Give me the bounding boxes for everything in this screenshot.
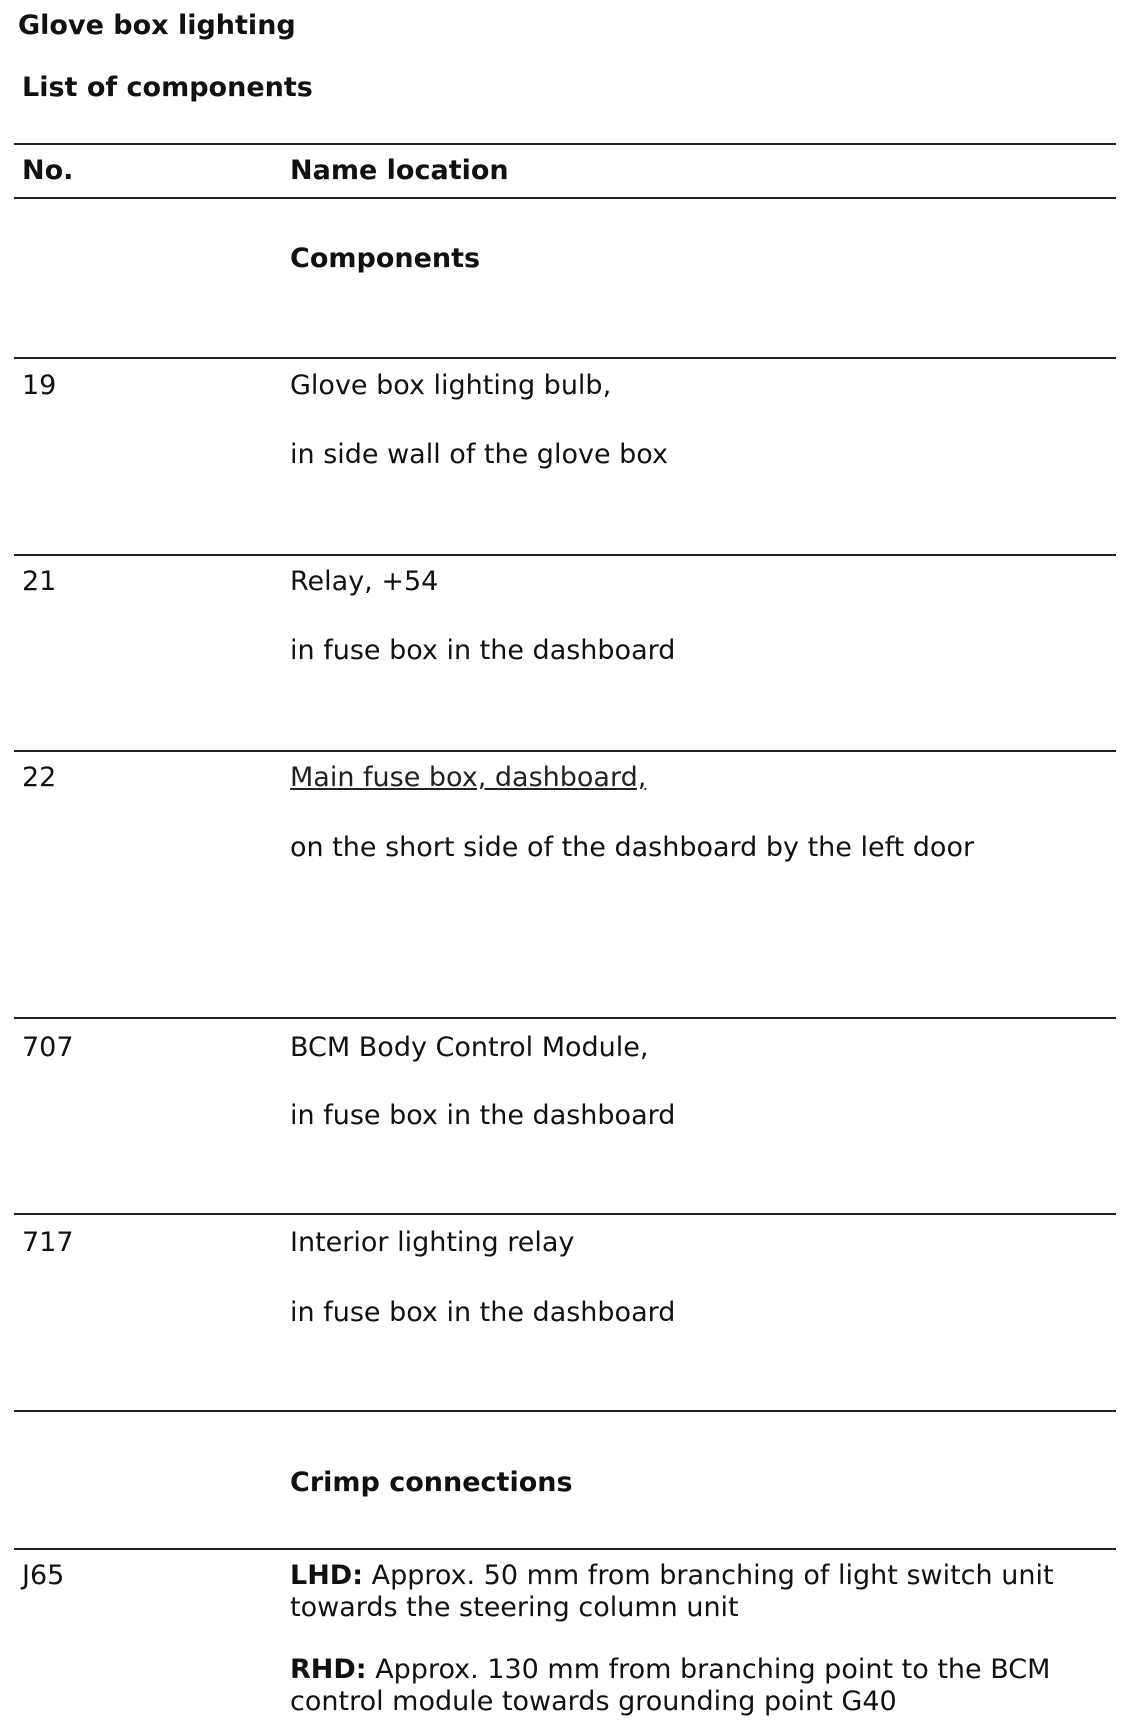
row-707-number: 707: [22, 1032, 74, 1063]
row-707-name: BCM Body Control Module,: [290, 1032, 649, 1063]
row-divider: [14, 357, 1116, 359]
row-21-number: 21: [22, 566, 57, 597]
row-19-location: in side wall of the glove box: [290, 439, 668, 470]
list-subtitle: List of components: [22, 72, 313, 103]
row-divider: [14, 1548, 1116, 1550]
row-divider: [14, 1410, 1116, 1412]
lhd-label: LHD:: [290, 1560, 364, 1591]
document-title: Glove box lighting: [18, 10, 296, 41]
section-heading-components: Components: [290, 243, 481, 274]
header-bottom-rule: [14, 197, 1116, 199]
row-22-location: on the short side of the dashboard by th…: [290, 832, 975, 863]
crimp-j65-rhd-text: RHD: Approx. 130 mm from branching point…: [290, 1654, 1110, 1719]
row-707-location: in fuse box in the dashboard: [290, 1100, 676, 1131]
section-heading-crimp-connections: Crimp connections: [290, 1467, 573, 1498]
row-21-location: in fuse box in the dashboard: [290, 635, 676, 666]
header-top-rule: [14, 143, 1116, 145]
row-717-location: in fuse box in the dashboard: [290, 1297, 676, 1328]
row-22-name-link[interactable]: Main fuse box, dashboard,: [290, 762, 647, 793]
row-21-name: Relay, +54: [290, 566, 439, 597]
column-header-no: No.: [22, 155, 74, 186]
crimp-j65-number: J65: [22, 1560, 65, 1591]
row-22-number: 22: [22, 762, 57, 793]
row-divider: [14, 1017, 1116, 1019]
row-divider: [14, 1213, 1116, 1215]
row-divider: [14, 750, 1116, 752]
rhd-label: RHD:: [290, 1654, 367, 1685]
rhd-description: Approx. 130 mm from branching point to t…: [290, 1654, 1051, 1718]
column-header-name-location: Name location: [290, 155, 509, 186]
row-divider: [14, 554, 1116, 556]
row-19-name: Glove box lighting bulb,: [290, 370, 612, 401]
row-19-number: 19: [22, 370, 57, 401]
row-717-name: Interior lighting relay: [290, 1227, 575, 1258]
crimp-j65-lhd-text: LHD: Approx. 50 mm from branching of lig…: [290, 1560, 1110, 1625]
row-717-number: 717: [22, 1227, 74, 1258]
lhd-description: Approx. 50 mm from branching of light sw…: [290, 1560, 1054, 1624]
